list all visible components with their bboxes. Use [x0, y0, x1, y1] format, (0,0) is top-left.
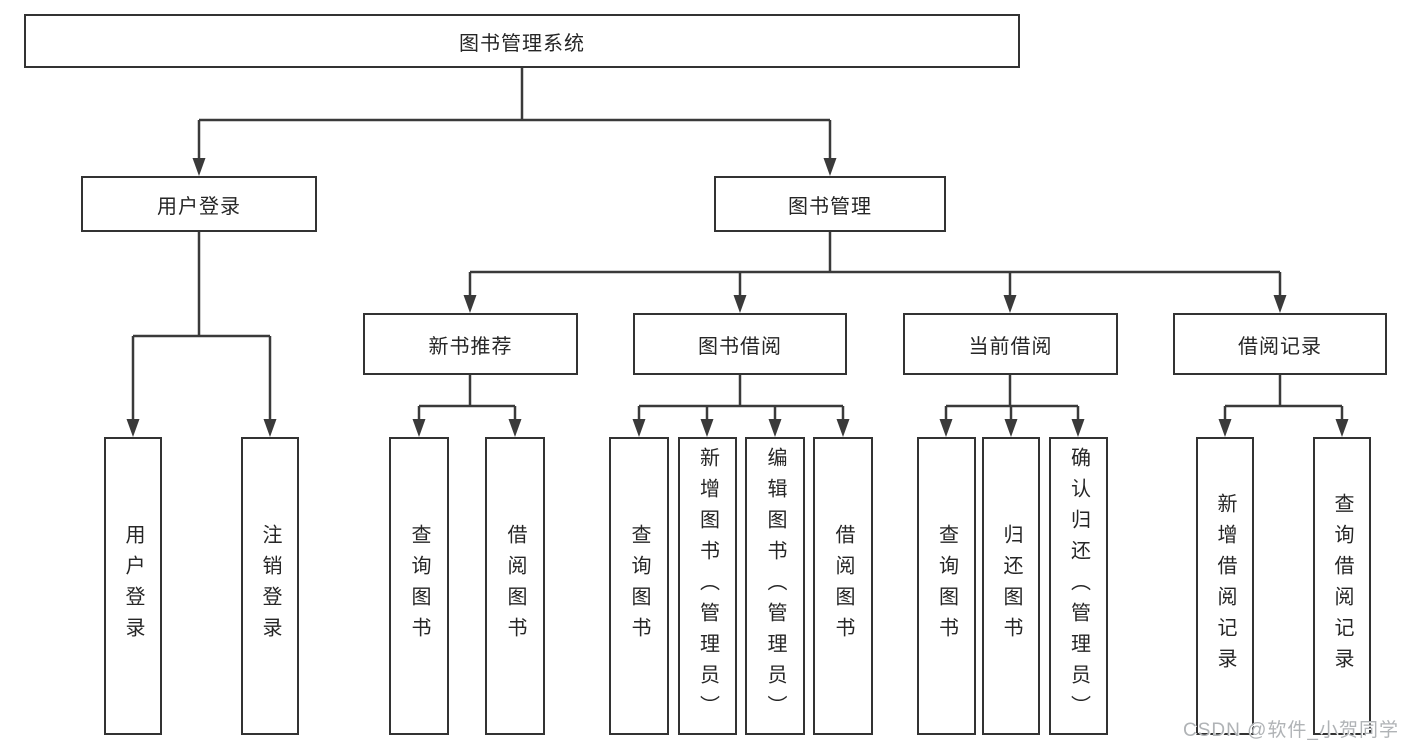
node-add-books-admin-label: 新增图书（管理员）	[696, 446, 719, 726]
node-current-borrow: 当前借阅	[903, 313, 1118, 375]
node-logout-label: 注销登录	[259, 524, 281, 648]
node-newbook-query-books-label: 查询图书	[408, 524, 430, 648]
node-borrow-query-books: 查询图书	[609, 437, 669, 735]
node-add-borrow-record-label: 新增借阅记录	[1214, 493, 1236, 679]
node-borrow-query-books-label: 查询图书	[628, 524, 650, 648]
node-library-management-system-label: 图书管理系统	[459, 32, 585, 55]
node-new-book-recommend-label: 新书推荐	[428, 335, 513, 358]
node-return-books-label: 归还图书	[1000, 524, 1022, 648]
node-book-borrow-label: 图书借阅	[698, 335, 782, 358]
node-book-management-label: 图书管理	[788, 195, 872, 218]
node-confirm-return-admin: 确认归还（管理员）	[1049, 437, 1108, 735]
node-user-login-leaf-label: 用户登录	[122, 524, 144, 648]
node-newbook-borrow-books-label: 借阅图书	[504, 524, 526, 648]
node-add-books-admin: 新增图书（管理员）	[678, 437, 737, 735]
node-borrow-books: 借阅图书	[813, 437, 873, 735]
node-query-borrow-record: 查询借阅记录	[1313, 437, 1371, 735]
node-library-management-system: 图书管理系统	[24, 14, 1020, 68]
node-query-borrow-record-label: 查询借阅记录	[1331, 493, 1353, 679]
node-current-query-books-label: 查询图书	[935, 524, 958, 648]
node-user-login-leaf: 用户登录	[104, 437, 162, 735]
node-book-borrow: 图书借阅	[633, 313, 847, 375]
node-current-borrow-label: 当前借阅	[968, 335, 1053, 358]
node-user-login-label: 用户登录	[157, 195, 241, 218]
node-new-book-recommend: 新书推荐	[363, 313, 578, 375]
node-edit-books-admin-label: 编辑图书（管理员）	[764, 446, 786, 726]
node-edit-books-admin: 编辑图书（管理员）	[745, 437, 805, 735]
node-borrow-record-label: 借阅记录	[1238, 335, 1322, 358]
node-newbook-query-books: 查询图书	[389, 437, 449, 735]
node-book-management: 图书管理	[714, 176, 946, 232]
node-user-login: 用户登录	[81, 176, 317, 232]
node-newbook-borrow-books: 借阅图书	[485, 437, 545, 735]
node-current-query-books: 查询图书	[917, 437, 976, 735]
node-return-books: 归还图书	[982, 437, 1040, 735]
node-borrow-books-label: 借阅图书	[832, 524, 854, 648]
node-logout: 注销登录	[241, 437, 299, 735]
node-confirm-return-admin-label: 确认归还（管理员）	[1067, 446, 1090, 726]
csdn-watermark: CSDN @软件_小贺同学	[1183, 720, 1399, 741]
node-borrow-record: 借阅记录	[1173, 313, 1387, 375]
node-add-borrow-record: 新增借阅记录	[1196, 437, 1254, 735]
